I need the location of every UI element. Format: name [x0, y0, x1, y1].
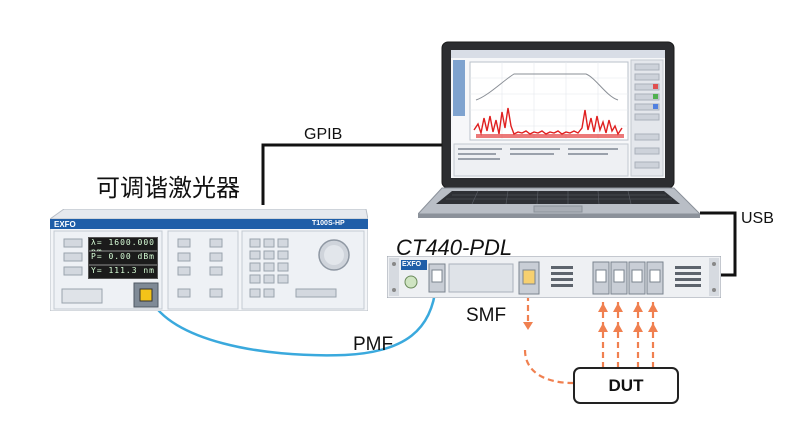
- gpib-cable: [261, 143, 445, 205]
- smf-fiber-to-dut: [523, 295, 574, 385]
- pmf-fiber: [148, 284, 438, 357]
- tunable-laser-instrument: EXFO T100S-HP λ= 1600.000 nm P= 0.00 dBm…: [50, 209, 368, 311]
- ct440-instrument: EXFO: [387, 256, 721, 298]
- laser-brand: EXFO: [54, 220, 76, 229]
- tunable-laser-label: 可调谐激光器: [96, 174, 240, 202]
- laser-model: T100S-HP: [312, 220, 345, 227]
- gpib-label: GPIB: [304, 126, 343, 143]
- laptop: [418, 38, 700, 220]
- usb-cable: [700, 211, 737, 277]
- ct440-brand: EXFO: [402, 261, 422, 268]
- dut-return-fibers: [601, 298, 655, 368]
- pmf-label: PMF: [353, 334, 394, 355]
- laser-readout-power: P= 0.00 dBm: [88, 251, 158, 265]
- dut-box: DUT: [573, 367, 679, 404]
- dut-label: DUT: [608, 375, 644, 395]
- usb-label: USB: [741, 210, 774, 227]
- laser-readout-third: Y= 111.3 nm: [88, 265, 158, 279]
- smf-label: SMF: [466, 305, 507, 326]
- laser-readout-wavelength: λ= 1600.000 nm: [88, 237, 158, 256]
